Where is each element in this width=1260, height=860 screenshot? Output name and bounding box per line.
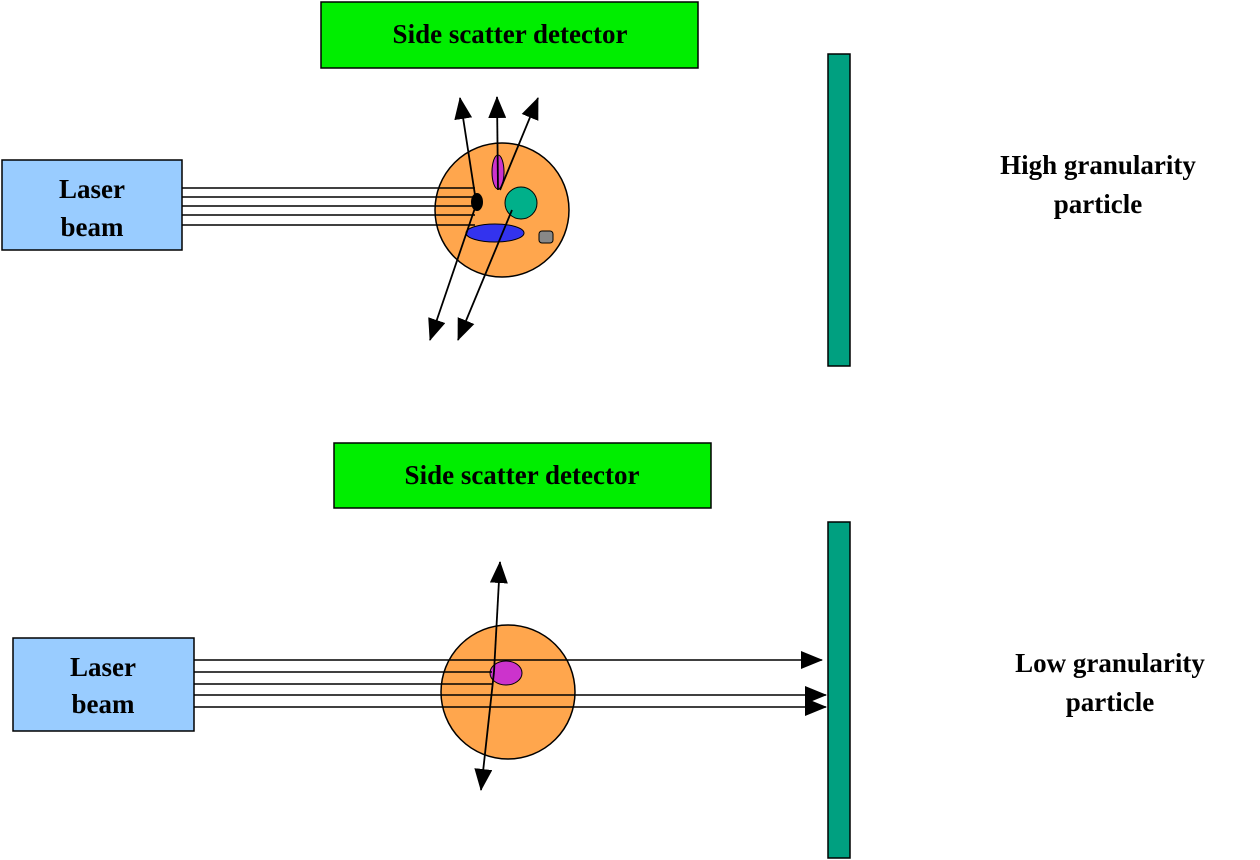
- granule: [489, 660, 523, 686]
- granule: [538, 230, 554, 244]
- granule: [471, 193, 483, 211]
- panel-low-granularity: Side scatter detector Laser beam: [12, 442, 1205, 859]
- particle-label-line2: particle: [1054, 189, 1142, 219]
- laser-beam-lines: [182, 187, 475, 226]
- scatter-arrow: [499, 97, 539, 191]
- granule: [465, 223, 525, 243]
- high-granularity-particle: [434, 142, 570, 278]
- laser-beam-lines: [194, 651, 827, 716]
- scatter-arrow: [454, 97, 476, 196]
- forward-scatter-detector: [827, 521, 851, 859]
- particle-label-line2: particle: [1066, 687, 1154, 717]
- laser-label-line1: Laser: [70, 652, 136, 682]
- detector-label: Side scatter detector: [393, 19, 628, 49]
- particle-label-line1: High granularity: [1000, 150, 1196, 180]
- laser-source: Laser beam: [12, 637, 195, 732]
- laser-source: Laser beam: [1, 159, 183, 251]
- forward-scatter-detector: [827, 53, 851, 367]
- scatter-arrow: [489, 561, 508, 673]
- laser-label-line1: Laser: [59, 174, 125, 204]
- low-granularity-particle: [440, 624, 576, 760]
- scatter-arrow: [428, 204, 477, 341]
- laser-label-line2: beam: [72, 689, 136, 719]
- side-scatter-detector: Side scatter detector: [333, 442, 712, 509]
- scatter-arrow: [457, 209, 513, 341]
- particle-label-line1: Low granularity: [1015, 648, 1205, 678]
- detector-label: Side scatter detector: [405, 460, 640, 490]
- granule: [504, 186, 538, 220]
- side-scatter-detector: Side scatter detector: [320, 1, 699, 69]
- panel-high-granularity: Side scatter detector Laser beam: [1, 1, 1196, 367]
- laser-label-line2: beam: [61, 212, 125, 242]
- side-scatter-rays: [428, 96, 539, 341]
- side-scatter-rays: [474, 561, 508, 791]
- scatter-arrow: [488, 96, 507, 191]
- scatter-arrow: [474, 671, 495, 791]
